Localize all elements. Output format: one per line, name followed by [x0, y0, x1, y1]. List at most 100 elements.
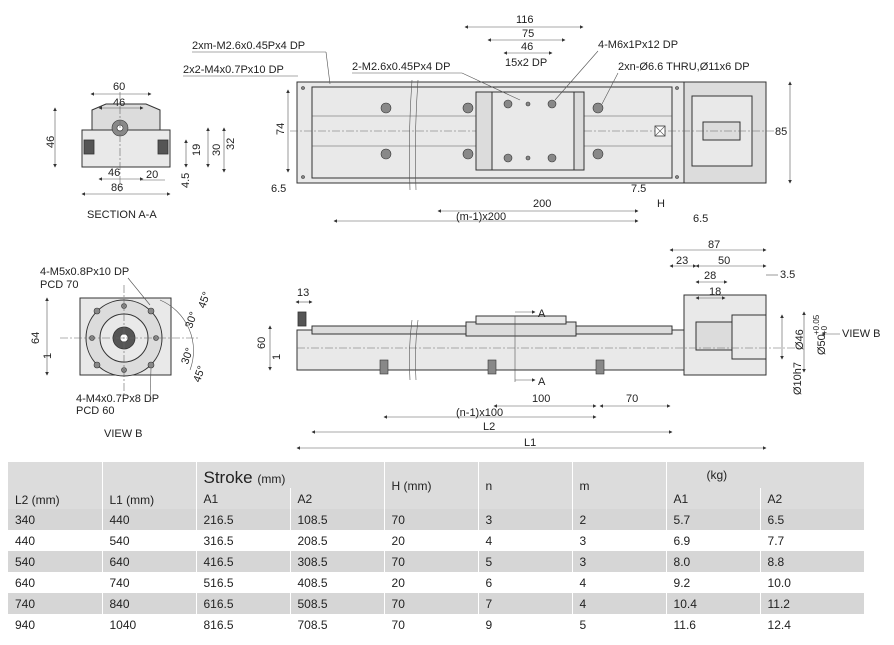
side-view-carriage-top — [475, 315, 567, 325]
section-dim-60: 60 — [113, 81, 125, 93]
section-base — [81, 129, 171, 168]
side-dim-d50-tol-upper: +0.05 — [812, 314, 821, 335]
cell-h: 70 — [384, 614, 479, 635]
cell-m: 4 — [572, 593, 667, 614]
cell-n: 7 — [478, 593, 573, 614]
cell-stroke-a2: 208.5 — [290, 530, 385, 551]
cell-kg-a1: 8.0 — [666, 551, 761, 572]
cell-m: 2 — [572, 509, 667, 530]
side-dim-23: 23 — [676, 255, 688, 267]
cell-stroke-a2: 708.5 — [290, 614, 385, 635]
cell-kg-a1: 11.6 — [666, 614, 761, 635]
cell-m: 4 — [572, 572, 667, 593]
section-title: SECTION A-A — [87, 209, 157, 221]
view-b-note-m5: 4-M5x0.8Px10 DP — [40, 266, 129, 278]
top-dim-116: 116 — [516, 14, 534, 26]
section-dim-86: 86 — [111, 182, 123, 194]
cell-l1: 740 — [102, 572, 197, 593]
side-dim-l2: L2 — [483, 421, 495, 433]
side-section-label-a-top: A — [538, 308, 546, 320]
side-dim-1: 1 — [271, 354, 283, 360]
view-b-dim-1: 1 — [42, 353, 54, 359]
section-dim-46-bottom: 46 — [108, 167, 120, 179]
cell-n: 3 — [478, 509, 573, 530]
cell-kg-a1: 6.9 — [666, 530, 761, 551]
cell-m: 5 — [572, 614, 667, 635]
view-b-title: VIEW B — [104, 428, 143, 440]
top-note-2xn-thru: 2xn-Ø6.6 THRU,Ø11x6 DP — [618, 61, 750, 73]
cell-n: 4 — [478, 530, 573, 551]
side-dim-n-1-x100: (n-1)x100 — [456, 407, 503, 419]
view-b-angle-30-bottom: 30° — [179, 346, 196, 366]
top-dim-85: 85 — [775, 126, 787, 138]
top-note-2xm-m2-6: 2xm-M2.6x0.45Px4 DP — [192, 40, 305, 52]
section-rail-left — [83, 139, 95, 155]
header-stroke: Stroke (mm) — [196, 462, 385, 488]
side-dim-d10h7: Ø10h7 — [792, 362, 804, 395]
cell-h: 20 — [384, 530, 479, 551]
section-dim-4-5: 4.5 — [180, 173, 192, 188]
section-dim-20: 20 — [146, 169, 158, 181]
side-dim-70: 70 — [626, 393, 638, 405]
section-carriage — [91, 103, 161, 131]
cell-h: 20 — [384, 572, 479, 593]
side-dim-13: 13 — [297, 287, 309, 299]
cell-l2: 940 — [8, 614, 103, 635]
header-stroke-unit: (mm) — [257, 472, 286, 486]
cell-l2: 640 — [8, 572, 103, 593]
side-dim-28: 28 — [704, 270, 716, 282]
top-dim-h: H — [657, 198, 665, 210]
cell-h: 70 — [384, 509, 479, 530]
top-dim-75: 75 — [522, 28, 534, 40]
section-dim-19: 19 — [191, 144, 203, 156]
side-section-label-a-bottom: A — [538, 376, 546, 388]
top-dim-15x2: 15x2 DP — [505, 57, 547, 69]
cell-l2: 540 — [8, 551, 103, 572]
section-a-a-view: 60 46 46 46 19 30 32 20 86 4.5 SECTION A… — [45, 81, 237, 221]
cell-stroke-a1: 616.5 — [196, 593, 291, 614]
cell-kg-a1: 5.7 — [666, 509, 761, 530]
cell-l1: 1040 — [102, 614, 197, 635]
top-dim-46: 46 — [521, 41, 533, 53]
header-kg-a2: A2 — [760, 488, 865, 509]
cell-stroke-a2: 308.5 — [290, 551, 385, 572]
header-kg: (kg) — [666, 462, 865, 488]
header-stroke-a2: A2 — [290, 488, 385, 509]
side-dim-18: 18 — [709, 286, 721, 298]
cell-kg-a2: 6.5 — [760, 509, 865, 530]
top-note-2-m2-6: 2-M2.6x0.45Px4 DP — [352, 61, 450, 73]
cell-stroke-a1: 516.5 — [196, 572, 291, 593]
cell-kg-a2: 10.0 — [760, 572, 865, 593]
section-dim-32: 32 — [225, 138, 237, 150]
side-dim-50: 50 — [718, 255, 730, 267]
cell-m: 3 — [572, 530, 667, 551]
view-b-angle-45-top: 45° — [196, 290, 213, 310]
table-header-row-1: L2 (mm) L1 (mm) Stroke (mm) H (mm) n m (… — [8, 462, 865, 509]
top-dim-74: 74 — [275, 123, 287, 135]
cell-stroke-a1: 816.5 — [196, 614, 291, 635]
view-b: 64 1 45° 30° 30° 45° 4-M5x0.8Px10 DP PCD… — [30, 266, 213, 440]
cell-n: 6 — [478, 572, 573, 593]
section-dim-74: 46 — [45, 136, 57, 148]
cell-stroke-a2: 408.5 — [290, 572, 385, 593]
side-dim-d50: Ø50 — [816, 334, 828, 355]
side-view: 13 60 1 87 23 50 3.5 28 18 Ø46 Ø50 +0.05… — [256, 239, 881, 450]
cell-n: 5 — [478, 551, 573, 572]
header-stroke-main: Stroke — [203, 468, 253, 487]
cell-l1: 540 — [102, 530, 197, 551]
section-rail-right — [157, 139, 169, 155]
section-dim-46-top: 46 — [113, 97, 125, 109]
cell-l1: 840 — [102, 593, 197, 614]
top-dim-6-5-left: 6.5 — [271, 183, 286, 195]
top-dim-7-5: 7.5 — [631, 183, 646, 195]
top-note-2x2-m4: 2x2-M4x0.7Px10 DP — [183, 64, 284, 76]
cell-kg-a2: 8.8 — [760, 551, 865, 572]
side-view-b-label: VIEW B — [842, 328, 881, 340]
